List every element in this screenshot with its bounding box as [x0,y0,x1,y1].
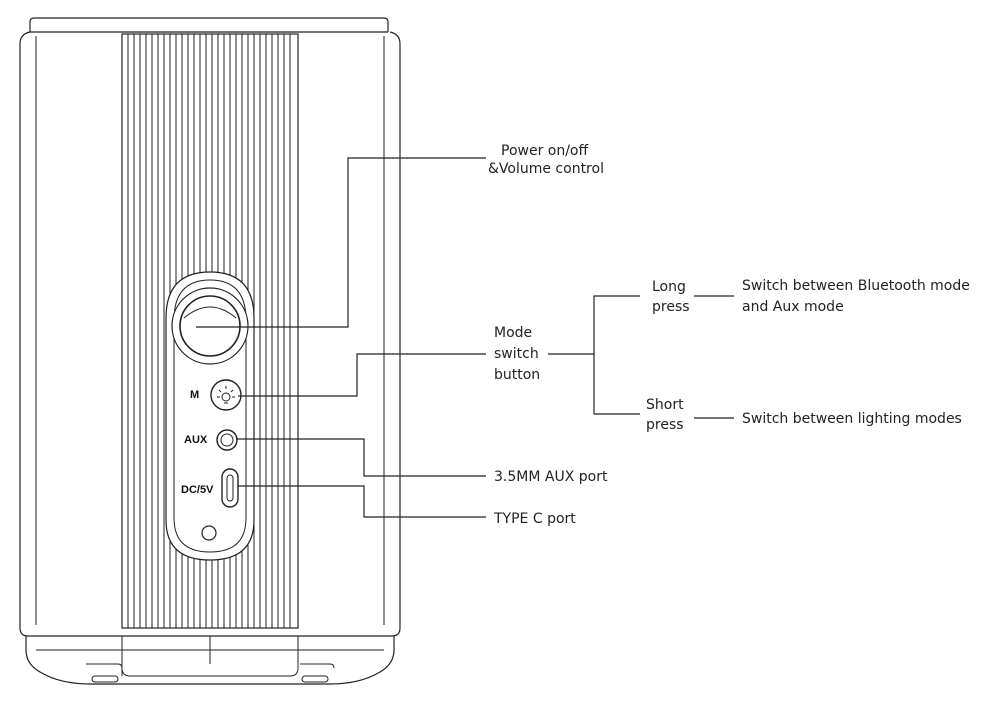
aux-port[interactable] [216,429,238,451]
power-leader [196,157,486,328]
long-press-desc-line2: and Aux mode [742,299,844,315]
speaker-base [25,636,395,685]
power-callout-line1: Power on/off [501,143,588,159]
power-volume-knob[interactable] [171,287,249,365]
short-press-line2: press [646,417,684,433]
aux-label: AUX [184,434,208,446]
control-panel: M AUX DC/5V [165,271,255,561]
type-c-port[interactable] [221,468,239,508]
mode-label: M [190,389,199,401]
long-press-line2: press [652,299,690,315]
callout-mode: Mode switch button [494,325,540,383]
long-press-desc-line1: Switch between Bluetooth mode [742,278,970,294]
mode-leader [238,353,486,397]
mode-callout-line1: Mode [494,325,532,341]
mode-branch [593,295,640,415]
type-c-callout: TYPE C port [493,511,576,527]
foot-right [301,675,329,683]
long-press-line1: Long [652,279,686,295]
mode-button[interactable] [210,379,242,411]
callout-power: Power on/off &Volume control [488,143,604,177]
callout-long-press: Long press [652,279,690,315]
foot-left [91,675,119,683]
callout-long-press-desc: Switch between Bluetooth mode and Aux mo… [742,278,970,315]
callout-short-press: Short press [646,397,684,433]
speaker-top-cap [29,17,389,32]
mode-callout-line3: button [494,367,540,383]
leader-lines [196,157,734,518]
power-callout-line2: &Volume control [488,161,604,177]
short-press-line1: Short [646,397,684,413]
aux-port-callout: 3.5MM AUX port [494,469,608,485]
indicator-light [201,525,217,541]
short-press-desc: Switch between lighting modes [742,411,962,427]
light-bulb-icon [217,386,235,404]
speaker-grille [121,33,299,629]
type-c-leader [238,485,486,518]
aux-leader [236,438,486,477]
dc-label: DC/5V [181,484,214,496]
mode-callout-line2: switch [494,346,539,362]
